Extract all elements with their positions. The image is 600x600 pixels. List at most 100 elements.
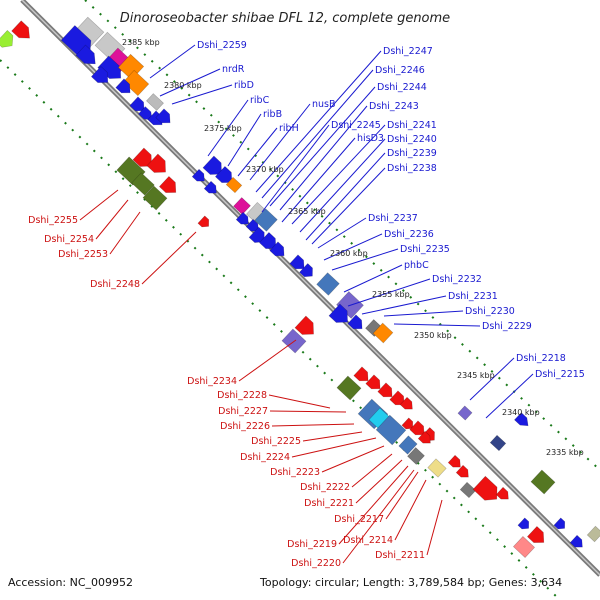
gene-label-forward-25[interactable]: Dshi_2218 [516,353,566,364]
gene-feature-70[interactable] [530,469,556,495]
gene-label-reverse-0[interactable]: Dshi_2255 [28,215,78,226]
gene-label-reverse-8[interactable]: Dshi_2225 [251,436,301,447]
gene-label-forward-4[interactable]: ribB [263,109,282,120]
gene-feature-76[interactable] [586,525,600,543]
gene-label-reverse-11[interactable]: Dshi_2222 [300,482,350,493]
gene-feature-9[interactable] [122,69,150,97]
gene-label-forward-2[interactable]: ribD [234,80,254,91]
gene-label-reverse-9[interactable]: Dshi_2224 [240,452,290,463]
gene-feature-62[interactable] [447,454,464,470]
gene-feature-44[interactable] [294,315,319,340]
gene-label-reverse-12[interactable]: Dshi_2221 [304,498,354,509]
gene-label-reverse-14[interactable]: Dshi_2214 [343,535,393,546]
gene-feature-34[interactable] [258,232,280,253]
gene-feature-27[interactable] [203,180,220,196]
gene-label-forward-7[interactable]: Dshi_2247 [383,46,433,57]
gene-feature-64[interactable] [459,481,477,499]
gene-feature-13[interactable] [129,96,148,115]
gene-feature-31[interactable] [235,211,252,227]
gene-feature-1[interactable] [11,20,35,44]
gene-feature-50[interactable] [389,390,408,409]
gene-label-forward-10[interactable]: Dshi_2243 [369,101,419,112]
gene-feature-72[interactable] [512,536,536,558]
gene-label-forward-19[interactable]: Dshi_2235 [400,244,450,255]
gene-label-forward-3[interactable]: ribC [250,95,270,106]
gene-label-reverse-4[interactable]: Dshi_2234 [187,376,237,387]
gene-label-reverse-2[interactable]: Dshi_2253 [58,249,108,260]
gene-feature-12[interactable] [146,93,164,111]
gene-feature-21[interactable] [142,185,168,211]
gene-feature-74[interactable] [553,517,568,532]
gene-label-reverse-7[interactable]: Dshi_2226 [220,421,270,432]
gene-label-forward-26[interactable]: Dshi_2215 [535,369,585,380]
gene-feature-18[interactable] [132,147,157,172]
gene-label-forward-22[interactable]: Dshi_2231 [448,291,498,302]
gene-feature-60[interactable] [417,430,434,446]
gene-feature-6[interactable] [75,44,100,69]
gene-label-reverse-17[interactable]: Dshi_2211 [375,550,425,561]
gene-feature-10[interactable] [90,66,112,87]
gene-label-reverse-6[interactable]: Dshi_2227 [218,406,268,417]
gene-feature-56[interactable] [409,420,428,439]
gene-feature-26[interactable] [191,168,208,184]
gene-label-reverse-3[interactable]: Dshi_2248 [90,279,140,290]
gene-feature-49[interactable] [377,382,396,401]
gene-label-reverse-13[interactable]: Dshi_2217 [334,514,384,525]
gene-feature-75[interactable] [569,534,586,550]
gene-feature-22[interactable] [158,176,180,197]
gene-feature-69[interactable] [514,412,531,430]
gene-label-forward-21[interactable]: Dshi_2232 [432,274,482,285]
gene-label-forward-17[interactable]: Dshi_2237 [368,213,418,224]
gene-label-forward-14[interactable]: Dshi_2240 [387,134,437,145]
gene-label-forward-18[interactable]: Dshi_2236 [384,229,434,240]
gene-feature-67[interactable] [457,405,473,421]
gene-feature-25[interactable] [225,176,243,194]
gene-label-reverse-16[interactable]: Dshi_2220 [291,558,341,569]
gene-label-forward-13[interactable]: Dshi_2241 [387,120,437,131]
gene-feature-41[interactable] [347,314,366,333]
gene-feature-73[interactable] [526,526,548,547]
gene-feature-37[interactable] [299,263,317,281]
gene-label-forward-16[interactable]: Dshi_2238 [387,163,437,174]
gene-feature-43[interactable] [372,322,394,344]
gene-label-forward-11[interactable]: Dshi_2245 [331,120,381,131]
gene-feature-40[interactable] [328,303,353,328]
gene-feature-20[interactable] [131,172,155,196]
gene-feature-65[interactable] [472,475,503,506]
gene-feature-35[interactable] [269,241,288,260]
gene-feature-51[interactable] [399,396,416,412]
gene-feature-55[interactable] [401,417,416,432]
gene-label-reverse-1[interactable]: Dshi_2254 [44,234,94,245]
gene-label-forward-20[interactable]: phbC [404,260,429,271]
gene-label-forward-12[interactable]: hisD3 [357,133,384,144]
gene-feature-77[interactable] [197,215,212,230]
gene-label-forward-24[interactable]: Dshi_2229 [482,321,532,332]
gene-feature-48[interactable] [365,374,384,393]
gene-feature-33[interactable] [248,226,269,247]
gene-feature-61[interactable] [427,458,447,478]
gene-label-forward-23[interactable]: Dshi_2230 [465,306,515,317]
gene-label-forward-1[interactable]: nrdR [222,64,245,75]
gene-feature-23[interactable] [202,155,227,180]
gene-feature-0[interactable] [0,29,18,51]
gene-label-forward-0[interactable]: Dshi_2259 [197,40,247,51]
gene-feature-59[interactable] [407,447,425,465]
gene-feature-36[interactable] [289,254,308,273]
gene-feature-32[interactable] [245,218,262,234]
gene-label-reverse-15[interactable]: Dshi_2219 [287,539,337,550]
gene-feature-68[interactable] [489,434,507,452]
gene-feature-63[interactable] [455,464,472,480]
gene-feature-47[interactable] [353,366,372,385]
gene-feature-24[interactable] [214,166,236,187]
gene-feature-38[interactable] [316,272,340,296]
gene-feature-11[interactable] [115,78,134,97]
gene-feature-58[interactable] [398,435,418,455]
gene-feature-54[interactable] [375,414,407,446]
gene-feature-30[interactable] [254,208,278,232]
gene-label-forward-15[interactable]: Dshi_2239 [387,148,437,159]
gene-feature-16[interactable] [155,108,174,127]
gene-feature-66[interactable] [495,486,512,502]
gene-label-forward-6[interactable]: nusB [312,99,336,110]
gene-label-reverse-10[interactable]: Dshi_2223 [270,467,320,478]
gene-label-forward-8[interactable]: Dshi_2246 [375,65,425,76]
